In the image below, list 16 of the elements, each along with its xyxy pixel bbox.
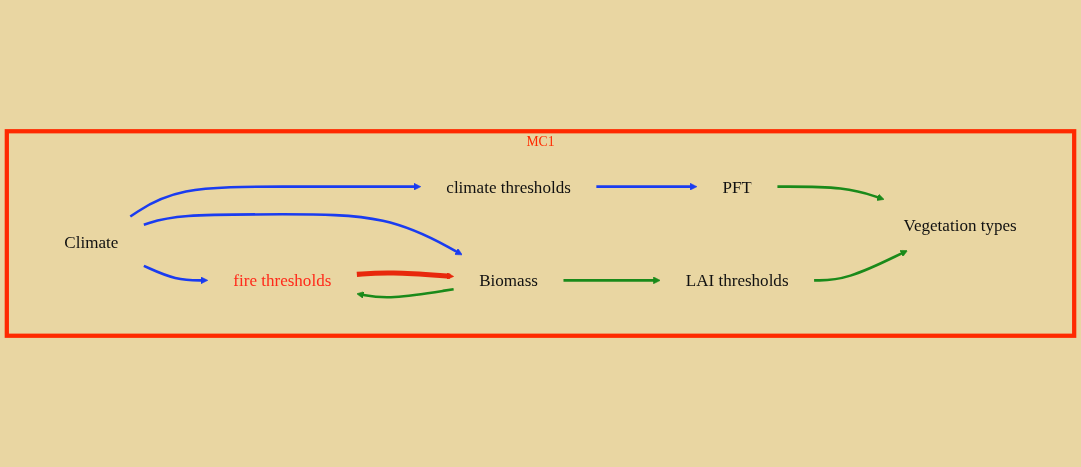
arrow: [143, 213, 463, 256]
node-text: climate thresholds: [446, 177, 571, 197]
node-text: fire thresholds: [233, 270, 332, 290]
arrow: [777, 185, 885, 201]
node-text: LAI thresholds: [685, 270, 789, 290]
node-text: Vegetation types: [903, 215, 1017, 235]
node-text: Biomass: [479, 270, 538, 290]
node-text: PFT: [722, 177, 752, 197]
arrow: [129, 182, 422, 218]
arrow: [356, 270, 454, 280]
arrow: [596, 182, 698, 191]
arrow: [356, 287, 454, 299]
arrow: [814, 250, 908, 282]
arrow: [143, 264, 209, 285]
arrow: [563, 276, 661, 285]
node-text: Climate: [64, 232, 119, 252]
